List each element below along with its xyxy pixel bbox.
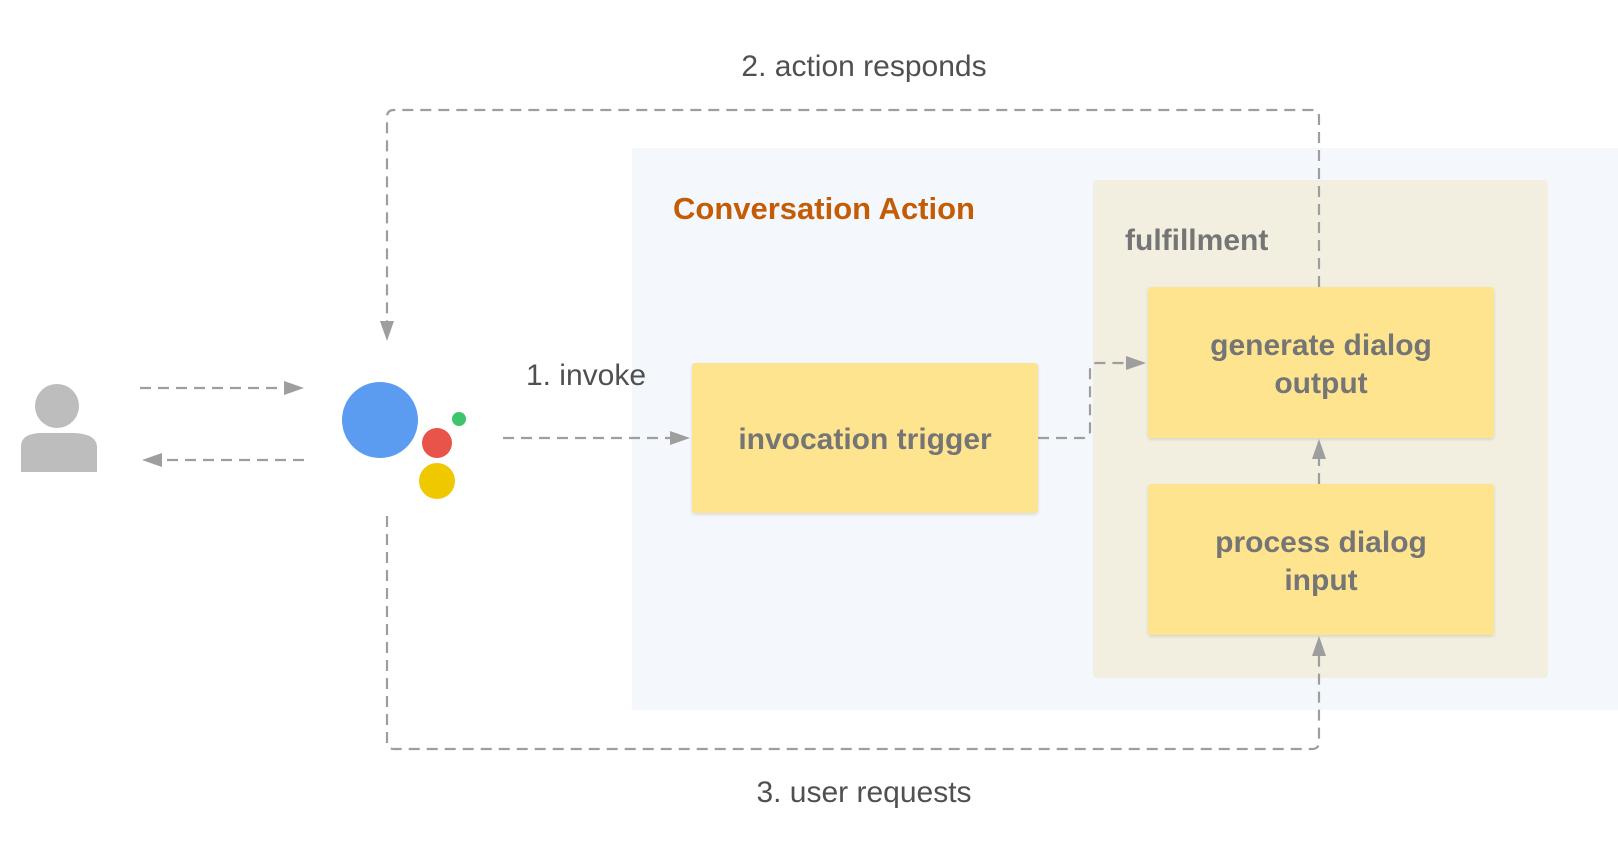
- process-dialog-input-box[interactable]: process dialog input: [1148, 484, 1494, 635]
- generate-dialog-output-box[interactable]: generate dialog output: [1148, 287, 1494, 438]
- google-assistant-icon: [342, 382, 466, 499]
- generate-dialog-output-label-line1: generate dialog: [1210, 329, 1432, 362]
- action-responds-label: 2. action responds: [741, 50, 986, 83]
- action-responds-arrow: [380, 108, 1321, 341]
- invoke-label: 1. invoke: [526, 359, 646, 392]
- user-requests-arrow: [385, 516, 1326, 751]
- generate-dialog-output-label-line2: output: [1274, 367, 1367, 400]
- trigger-to-generate-arrow: [1038, 356, 1146, 440]
- user-to-assistant-arrow: [140, 381, 304, 395]
- invocation-trigger-label: invocation trigger: [738, 423, 992, 456]
- user-icon: [21, 384, 97, 472]
- assistant-to-user-arrow: [142, 453, 304, 467]
- process-dialog-input-label-line1: process dialog: [1215, 526, 1427, 559]
- process-dialog-input-label-line2: input: [1284, 564, 1357, 597]
- fulfillment-title: fulfillment: [1125, 224, 1268, 257]
- conversation-action-title: Conversation Action: [673, 191, 975, 226]
- process-to-generate-arrow: [1312, 439, 1326, 484]
- user-requests-label: 3. user requests: [756, 776, 971, 809]
- invocation-trigger-box[interactable]: invocation trigger: [692, 363, 1038, 513]
- invoke-arrow: [503, 431, 690, 445]
